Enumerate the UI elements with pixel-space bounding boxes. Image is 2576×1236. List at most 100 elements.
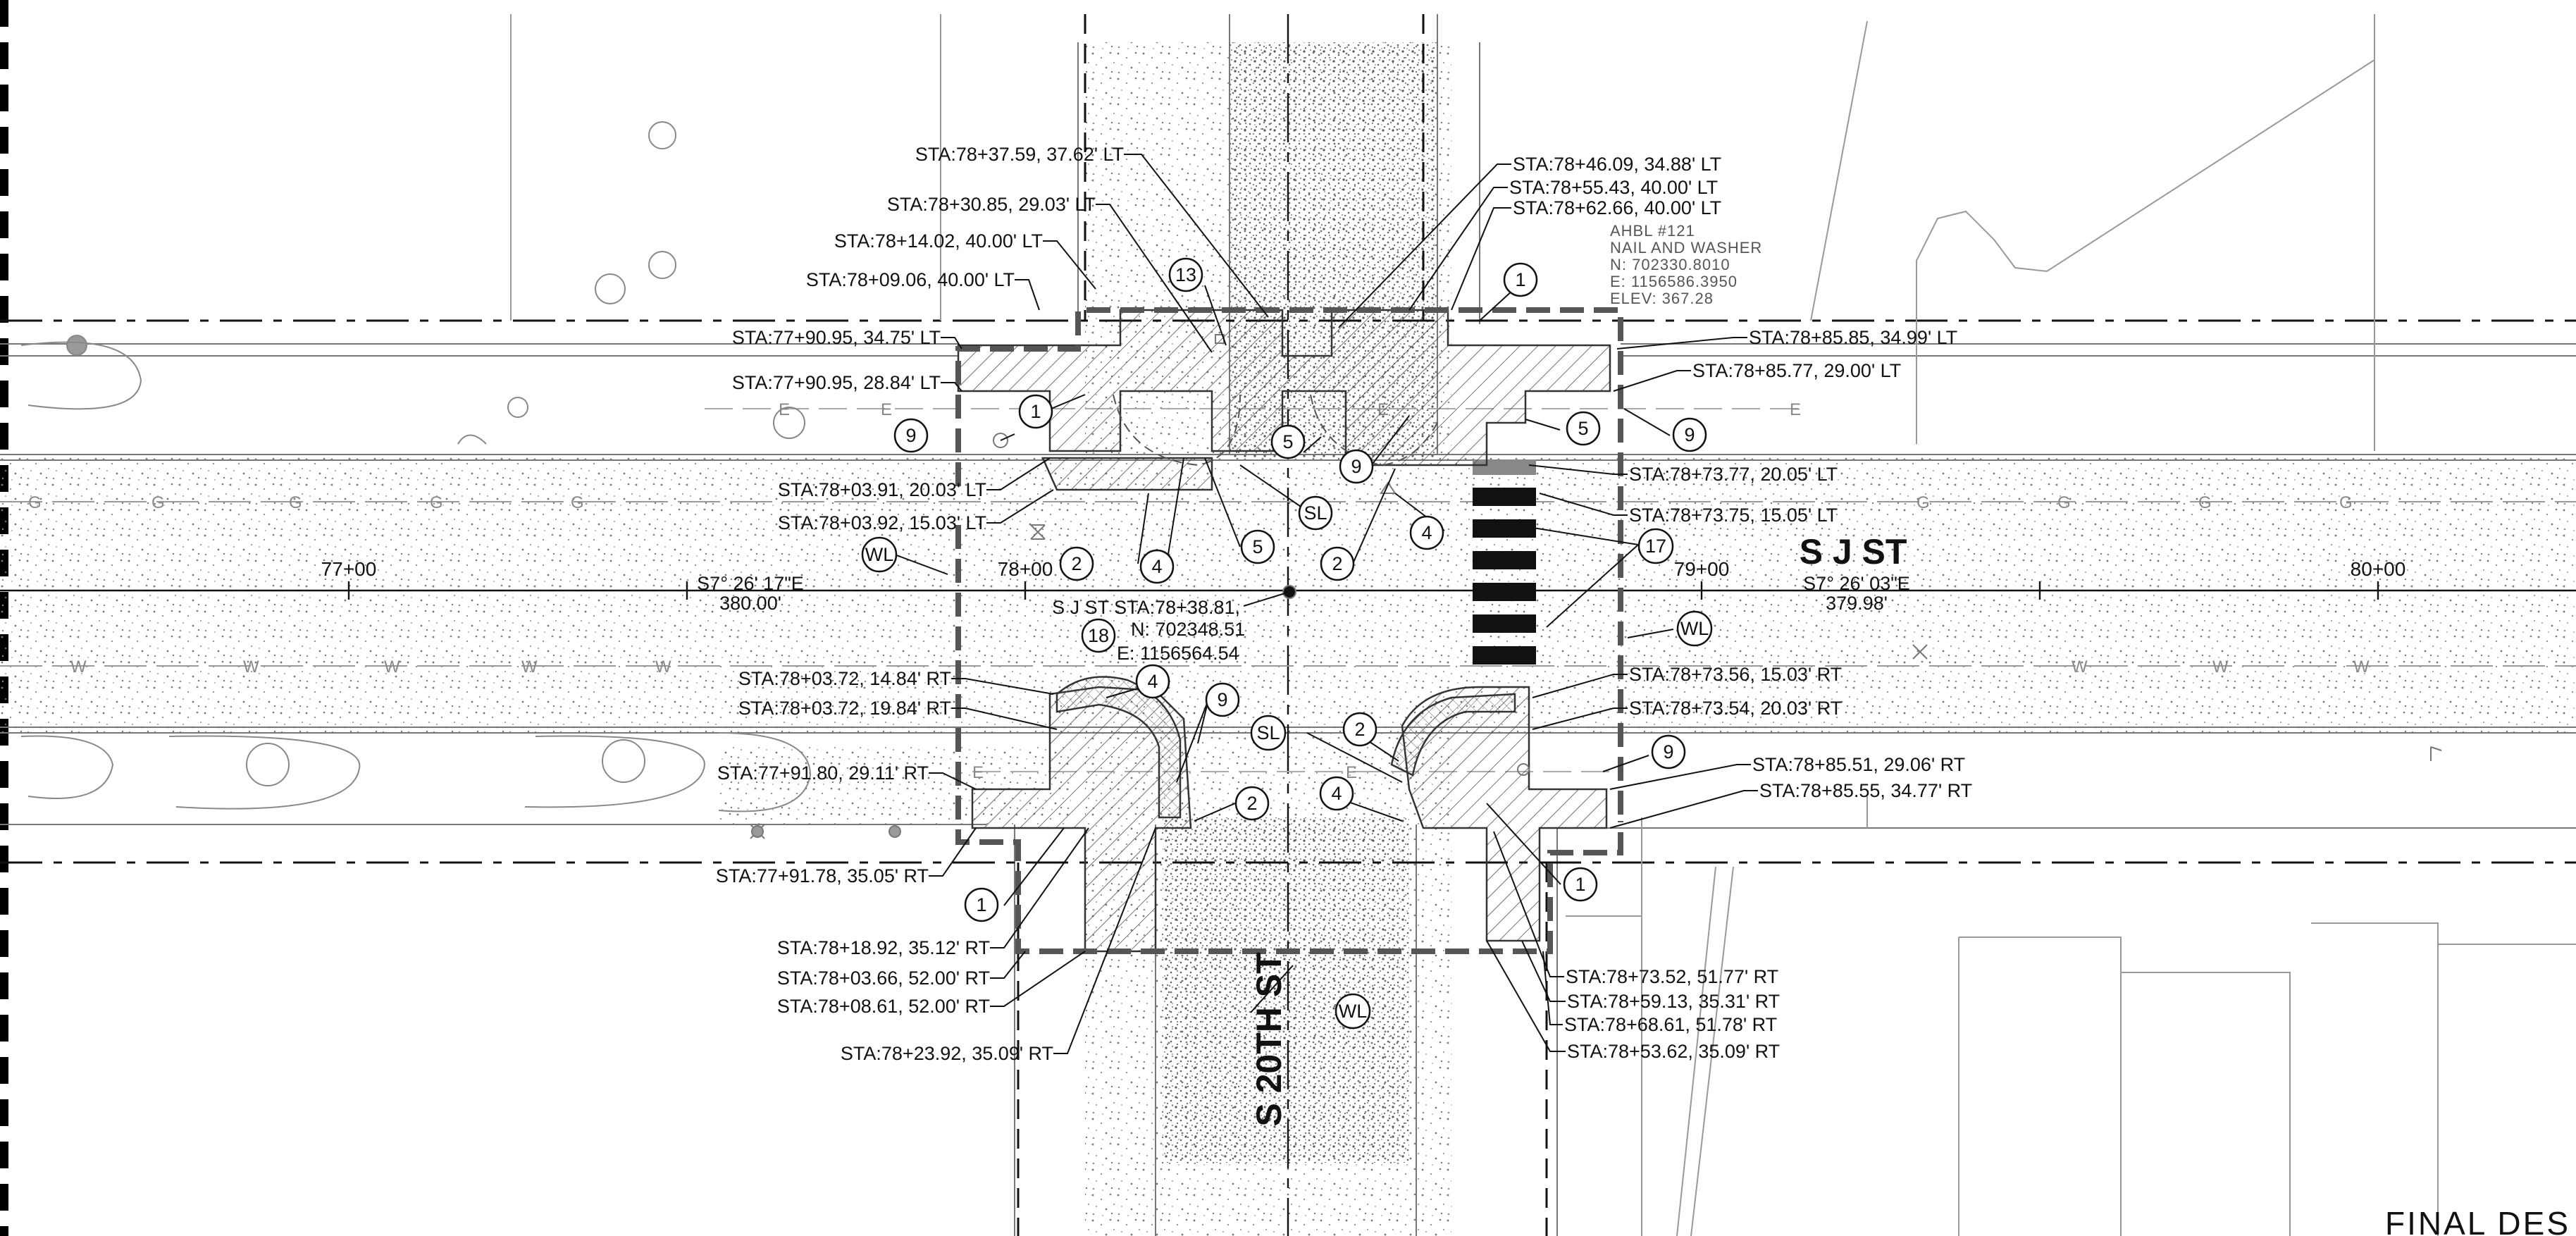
station-callout: STA:78+46.09, 34.88' LT	[1513, 154, 1721, 175]
reference-bubble: WL	[1676, 610, 1713, 647]
bubble-label: 1	[1515, 269, 1525, 290]
reference-bubble: 2	[1234, 786, 1270, 821]
station-callout: STA:78+73.75, 15.05' LT	[1629, 505, 1838, 526]
bubble-label: 5	[1282, 431, 1293, 452]
reference-bubble: 5	[1270, 424, 1306, 459]
station-callout: STA:78+14.02, 40.00' LT	[834, 230, 1043, 252]
bubble-label: 4	[1151, 556, 1162, 577]
left-length: 380.00'	[719, 593, 781, 614]
reference-bubble: SL	[1250, 715, 1287, 751]
station-callout: STA:77+91.80, 29.11' RT	[717, 762, 929, 784]
reference-bubble: 13	[1168, 257, 1203, 292]
reference-bubble: 4	[1135, 664, 1170, 699]
reference-bubble: 1	[1503, 262, 1538, 297]
control-point-elev: ELEV: 367.28	[1610, 290, 1714, 307]
station-callout: STA:78+03.72, 19.84' RT	[738, 698, 951, 719]
station-callout: STA:78+08.61, 52.00' RT	[777, 996, 990, 1017]
reference-bubble: 1	[1018, 394, 1053, 429]
control-point-east: E: 1156586.3950	[1610, 273, 1738, 290]
center-point: S J ST STA:78+38.81, N: 702348.51 E: 115…	[1052, 597, 1245, 664]
station-callout: STA:78+03.92, 15.03' LT	[778, 512, 986, 533]
gas-label: G	[151, 493, 165, 512]
reference-bubble: 18	[1081, 618, 1116, 653]
reference-bubble: WL	[861, 536, 898, 573]
water-label: W	[2353, 657, 2370, 676]
station-callout: STA:78+85.51, 29.06' RT	[1752, 754, 1965, 775]
station-callout: STA:77+91.78, 35.05' RT	[716, 865, 929, 886]
bubble-label: 13	[1175, 264, 1196, 285]
reference-bubble: 9	[1672, 417, 1707, 452]
gas-line: G G G G G G G G G	[0, 493, 2576, 512]
power-label: E	[1790, 400, 1801, 419]
station-ticks	[347, 581, 2379, 600]
bubble-label: SL	[1256, 722, 1280, 743]
station-callouts: STA:78+37.59, 37.62' LT STA:78+30.85, 29…	[716, 144, 1972, 1064]
station-callout: STA:78+73.77, 20.05' LT	[1629, 464, 1838, 485]
right-length: 379.98'	[1826, 593, 1888, 614]
bubble-label: 5	[1252, 536, 1263, 557]
reference-bubble: 5	[1240, 529, 1275, 564]
reference-bubble: 2	[1342, 712, 1377, 747]
gas-label: G	[289, 493, 302, 512]
reference-bubble: SL	[1298, 495, 1333, 531]
control-point-label: AHBL #121	[1610, 222, 1695, 240]
station-callout: STA:77+90.95, 28.84' LT	[732, 372, 941, 393]
station-callout: STA:78+68.61, 51.78' RT	[1564, 1014, 1777, 1035]
station-callout: STA:78+62.66, 40.00' LT	[1513, 197, 1721, 218]
gas-label: G	[2057, 493, 2071, 512]
station-callout: STA:78+23.92, 35.09' RT	[841, 1043, 1053, 1064]
reference-bubble: 9	[1339, 449, 1374, 484]
station-callout: STA:78+85.77, 29.00' LT	[1692, 360, 1901, 381]
station-callout: STA:78+03.91, 20.03' LT	[778, 479, 986, 500]
title-block-text: FINAL DES	[2385, 1205, 2570, 1236]
station-callout: STA:78+18.92, 35.12' RT	[777, 937, 990, 958]
station-callout: STA:78+53.62, 35.09' RT	[1567, 1041, 1780, 1062]
title-block: FINAL DES	[2385, 1205, 2570, 1236]
left-bearing: S7° 26' 17"E	[697, 573, 804, 594]
bubble-label: WL	[865, 544, 894, 565]
control-point-north: N: 702330.8010	[1610, 256, 1730, 273]
station-label: 79+00	[1674, 558, 1730, 580]
right-bearing: S7° 26' 03"E	[1803, 573, 1910, 594]
gas-label: G	[2198, 493, 2212, 512]
station-callout: STA:78+85.85, 34.99' LT	[1749, 327, 1957, 348]
reference-bubble: 1	[964, 887, 999, 922]
bubble-label: 1	[1030, 401, 1041, 422]
power-label: E	[881, 400, 892, 419]
station-callout: STA:78+55.43, 40.00' LT	[1509, 177, 1718, 198]
station-label: 80+00	[2351, 558, 2406, 580]
station-callout: STA:78+73.56, 15.03' RT	[1629, 664, 1842, 685]
station-callout: STA:78+03.72, 14.84' RT	[738, 668, 951, 689]
bubble-label: 2	[1246, 793, 1257, 814]
power-label: E	[1346, 763, 1357, 782]
landscaping	[20, 121, 812, 812]
property-outlines	[510, 14, 2576, 1236]
reference-bubble: WL	[1335, 993, 1371, 1030]
reference-bubble: 2	[1059, 546, 1094, 581]
bubble-label: 4	[1331, 783, 1342, 804]
leader-lines	[894, 154, 1758, 1054]
center-point-north: N: 702348.51	[1131, 619, 1245, 640]
reference-bubble: 9	[1205, 682, 1240, 717]
water-label: W	[70, 657, 87, 676]
alignment-annotations: 77+00 78+00 79+00 80+00 S7° 26' 17"E 380…	[321, 532, 2406, 1127]
reference-bubble: 4	[1319, 776, 1354, 811]
gas-label: G	[430, 493, 443, 512]
bubble-label: 2	[1332, 553, 1342, 574]
reference-bubble: 4	[1409, 515, 1444, 550]
bubble-label: WL	[1339, 1001, 1368, 1022]
crosswalk	[1473, 459, 1536, 665]
water-label: W	[655, 657, 671, 676]
bubble-label: 4	[1421, 522, 1432, 543]
power-label: E	[779, 400, 790, 419]
bubble-label: 1	[1575, 874, 1585, 895]
station-callout: STA:78+03.66, 52.00' RT	[777, 968, 990, 989]
water-label: W	[2072, 657, 2088, 676]
reference-bubble: 4	[1139, 549, 1175, 584]
water-label: W	[384, 657, 400, 676]
project-limits	[955, 307, 1623, 954]
bubble-label: 2	[1354, 719, 1365, 740]
station-label: 78+00	[998, 558, 1053, 580]
water-label: W	[243, 657, 259, 676]
station-callout: STA:78+37.59, 37.62' LT	[915, 144, 1124, 165]
